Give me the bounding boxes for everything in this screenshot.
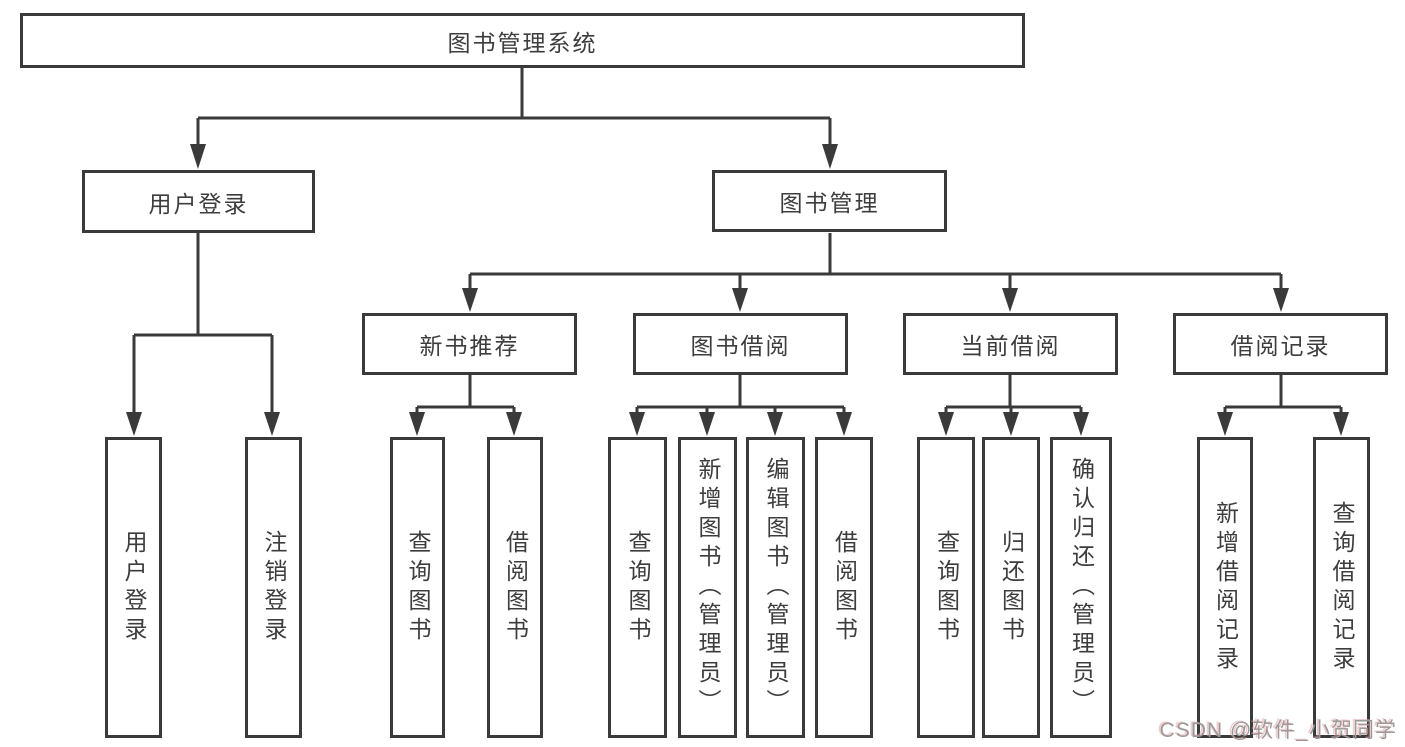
- node-book-borrow: 图书借阅: [633, 313, 848, 375]
- leaf-query-borrow-record: 查询借阅记录: [1313, 437, 1370, 738]
- leaf-confirm-return-admin: 确认归还（管理员）: [1050, 437, 1112, 738]
- leaf-query-books-recommend: 查询图书: [390, 437, 445, 738]
- root-node-book-management-system: 图书管理系统: [20, 13, 1025, 68]
- leaf-return-books: 归还图书: [982, 437, 1040, 738]
- leaf-add-books-admin: 新增图书（管理员）: [678, 437, 737, 738]
- leaf-query-books-borrow: 查询图书: [608, 437, 667, 738]
- node-current-borrow: 当前借阅: [903, 313, 1118, 375]
- node-book-management: 图书管理: [712, 170, 947, 232]
- leaf-add-borrow-record: 新增借阅记录: [1197, 437, 1253, 738]
- node-borrow-records: 借阅记录: [1173, 313, 1388, 375]
- node-user-login: 用户登录: [82, 170, 315, 233]
- leaf-logout: 注销登录: [245, 437, 302, 738]
- node-new-book-recommend: 新书推荐: [362, 313, 577, 375]
- leaf-borrow-books-recommend: 借阅图书: [487, 437, 543, 738]
- leaf-user-login: 用户登录: [105, 437, 162, 738]
- leaf-edit-books-admin: 编辑图书（管理员）: [746, 437, 805, 738]
- leaf-borrow-books: 借阅图书: [815, 437, 873, 738]
- leaf-query-books-current: 查询图书: [917, 437, 975, 738]
